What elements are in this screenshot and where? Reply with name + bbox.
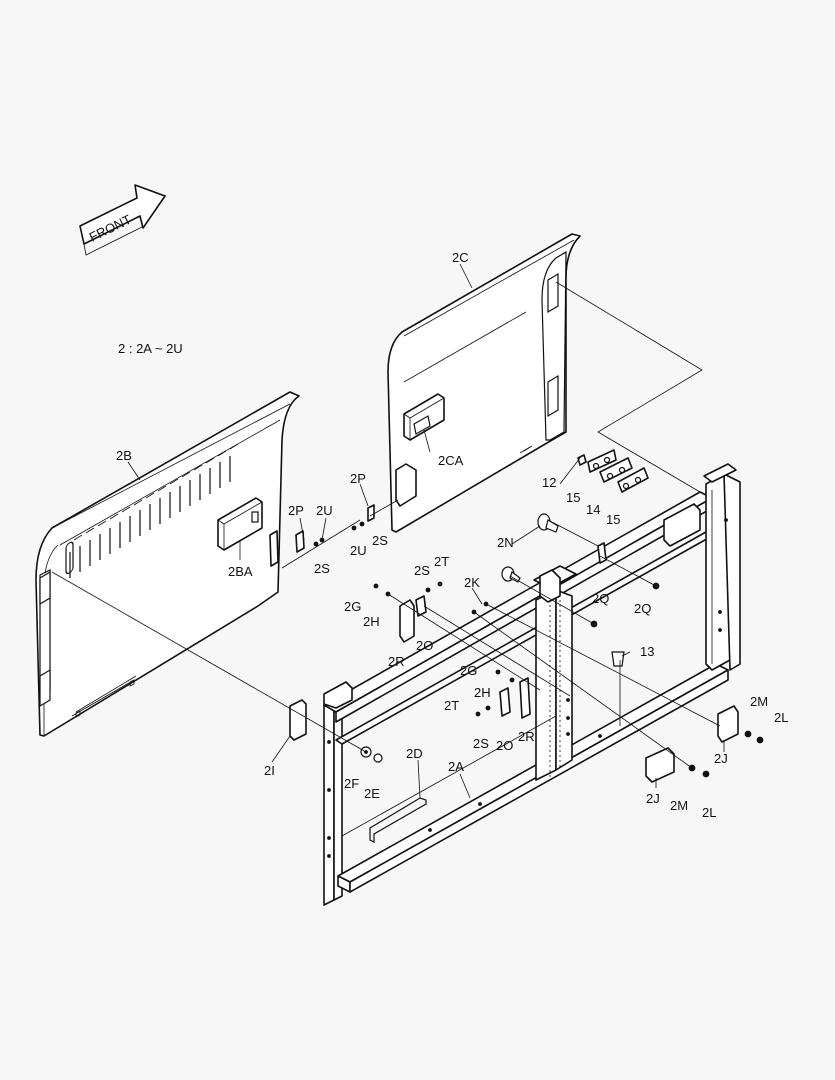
callout-2T-upper: 2T xyxy=(434,554,449,569)
callout-13: 13 xyxy=(640,644,654,659)
callout-2G-upper: 2G xyxy=(344,599,361,614)
callout-2S-left: 2S xyxy=(314,561,330,576)
callout-2S-lower: 2S xyxy=(473,736,489,751)
callout-2R-upper: 2R xyxy=(388,654,405,669)
front-direction-arrow: FRONT xyxy=(79,184,166,256)
latch-bracket-2BA xyxy=(217,497,263,551)
callout-2S-mid: 2S xyxy=(414,563,430,578)
callout-2Q-right: 2Q xyxy=(634,601,651,616)
callout-2E: 2E xyxy=(364,786,380,801)
callout-2U-upper: 2U xyxy=(350,543,367,558)
latch-bracket-2CA xyxy=(403,393,445,441)
callout-15-right: 15 xyxy=(606,512,620,527)
stop-bracket xyxy=(395,463,417,507)
callout-14: 14 xyxy=(586,502,600,517)
callout-2M-right: 2M xyxy=(750,694,768,709)
callout-12: 12 xyxy=(542,475,556,490)
spacer-plates xyxy=(577,449,649,493)
side-panel-2C xyxy=(387,233,581,533)
callout-2C: 2C xyxy=(452,250,469,265)
brackets xyxy=(289,595,739,783)
callout-2M-lower: 2M xyxy=(670,798,688,813)
callout-2L-right: 2L xyxy=(774,710,788,725)
callout-2S-upper: 2S xyxy=(372,533,388,548)
side-panel-2B xyxy=(35,391,300,737)
callout-2B: 2B xyxy=(116,448,132,463)
callout-2J-right: 2J xyxy=(714,751,728,766)
callout-2J-lower: 2J xyxy=(646,791,660,806)
callout-2G-lower: 2G xyxy=(460,663,477,678)
callout-2Q-upper: 2Q xyxy=(592,591,609,606)
hinge-plate-2P-left xyxy=(269,530,305,567)
callout-2N: 2N xyxy=(497,535,514,550)
support-rod-2D xyxy=(369,797,427,843)
callout-2P-upper: 2P xyxy=(350,471,366,486)
callout-2R-lower: 2R xyxy=(518,729,535,744)
callout-2I: 2I xyxy=(264,763,275,778)
callout-2P-left: 2P xyxy=(288,503,304,518)
main-frame-2A xyxy=(323,463,741,906)
hinge-plate-2P-upper xyxy=(367,504,375,522)
callout-2U-left: 2U xyxy=(316,503,333,518)
callout-2O-upper: 2O xyxy=(416,638,433,653)
callout-labels: 2C 2CA 2B 2BA 2P 2P 2U 2U 2S 2S 2S 2S 2T… xyxy=(116,250,788,820)
callout-2CA: 2CA xyxy=(438,453,464,468)
callout-15-left: 15 xyxy=(566,490,580,505)
callout-2BA: 2BA xyxy=(228,564,253,579)
callout-2K: 2K xyxy=(464,575,480,590)
callout-2H-upper: 2H xyxy=(363,614,380,629)
range-note: 2 : 2A ~ 2U xyxy=(118,341,183,356)
callout-2O-lower: 2O xyxy=(496,738,513,753)
callout-2T-lower: 2T xyxy=(444,698,459,713)
callout-2D: 2D xyxy=(406,746,423,761)
callout-2L-lower: 2L xyxy=(702,805,716,820)
callout-2H-lower: 2H xyxy=(474,685,491,700)
callout-2F: 2F xyxy=(344,776,359,791)
callout-leaders xyxy=(127,263,725,799)
assembly-lines xyxy=(51,281,721,769)
callout-2A: 2A xyxy=(448,759,464,774)
